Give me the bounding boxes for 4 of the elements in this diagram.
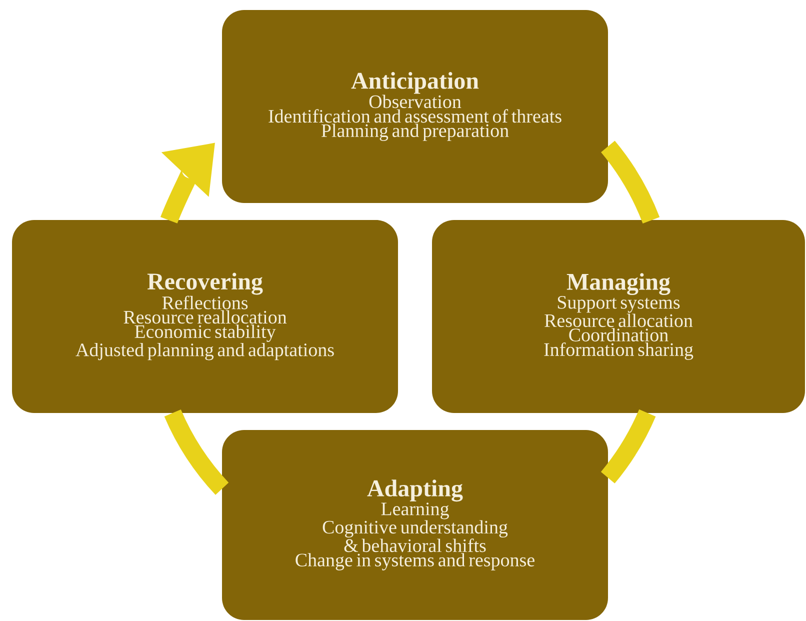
stage-box: Adapting Learning Cognitive understanding & behavioral shifts Change in systems and response [222,430,608,620]
stage-box: Recovering Reflections Resource reallocation Economic stability Adjusted planning and adaptations [12,220,398,413]
stage-box: Anticipation Observation Identification and assessment of threats Planning and preparation [222,10,608,203]
stage-box: Managing Support systems Resource allocation Coordination Information sharing [432,220,805,413]
